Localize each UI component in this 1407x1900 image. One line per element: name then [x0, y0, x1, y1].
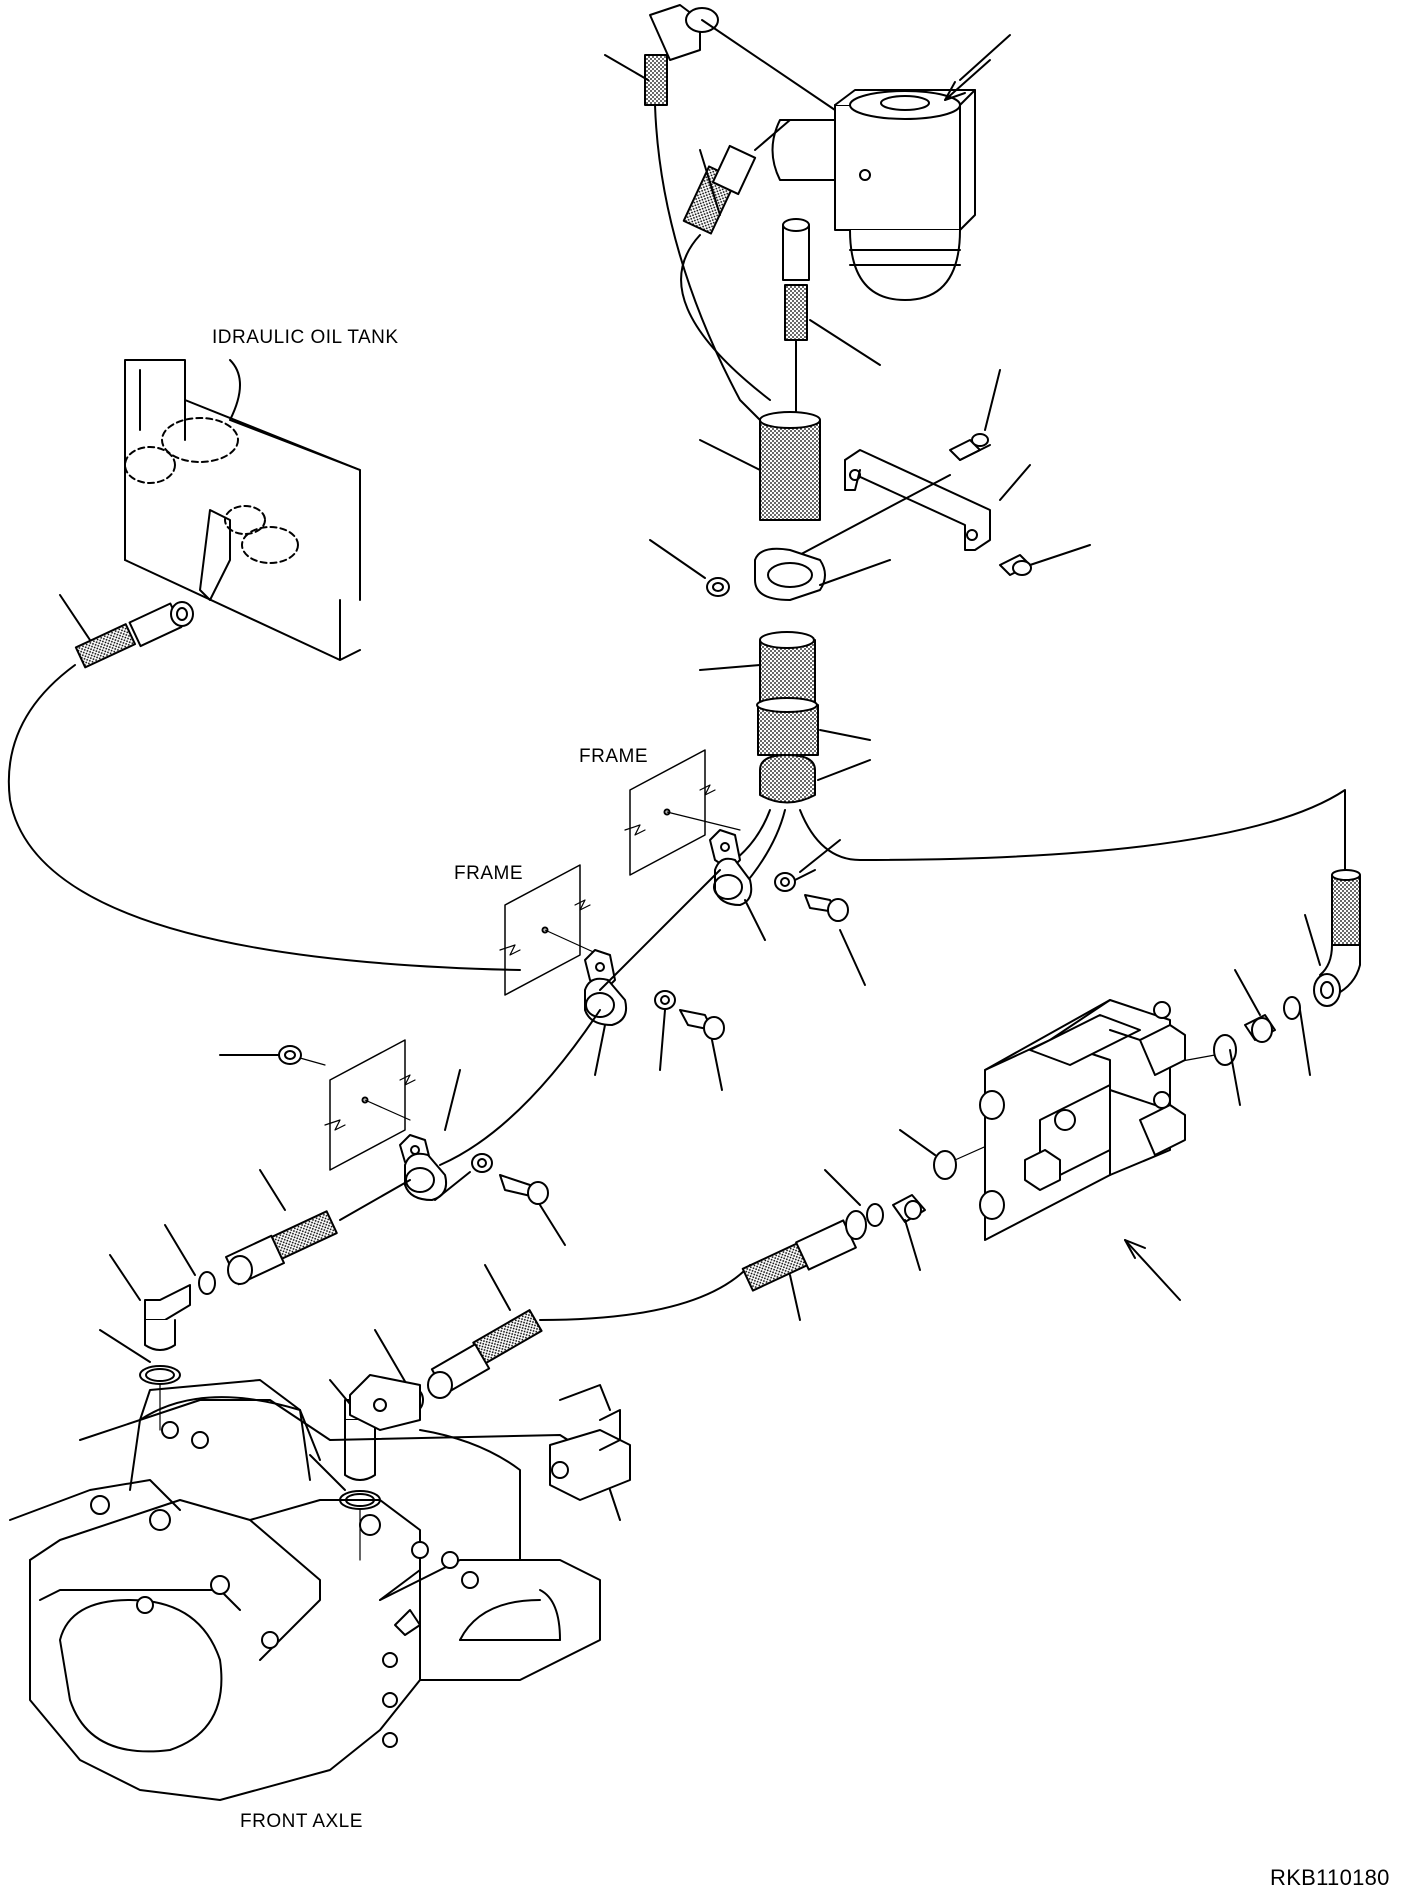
bracket-bolts: [950, 370, 1090, 575]
label-frame-upper: FRAME: [579, 746, 648, 767]
washer-bolt-left: [435, 1154, 565, 1245]
label-front-axle: FRONT AXLE: [240, 1811, 363, 1832]
hose-right-valve: [743, 1130, 1000, 1320]
protective-sleeve-upper: [700, 412, 820, 520]
hose-bracket: [790, 450, 1030, 560]
solenoid-valve: [980, 1000, 1185, 1300]
front-axle: [10, 1375, 630, 1800]
valve-right-fittings: [1160, 970, 1310, 1105]
washer-bolt-upper: [775, 840, 865, 985]
tank-hose: [9, 595, 520, 970]
hydraulic-oil-tank: [125, 360, 360, 660]
second-hose: [681, 120, 790, 400]
top-elbow-hose: [605, 5, 835, 420]
protective-sleeve-lower: [700, 632, 870, 803]
hose-clamp: [755, 549, 890, 600]
label-hydraulic-oil-tank: IDRAULIC OIL TANK: [212, 327, 399, 348]
frame-plate-upper: [625, 750, 740, 875]
valve-hose: [310, 1265, 750, 1560]
orbitrol-valve: [773, 35, 1011, 300]
frame-clamp-left: [400, 1010, 600, 1200]
left-nut: [220, 1046, 325, 1065]
frame-plate-lower: [500, 865, 600, 995]
sleeve-hoses: [720, 790, 1345, 890]
label-frame-lower: FRAME: [454, 863, 523, 884]
drawing-code: RKB110180: [1270, 1865, 1390, 1890]
clamp-nut: [650, 540, 729, 596]
frame-clamp-upper: [710, 830, 765, 940]
frame-clamp-lower: [585, 870, 724, 1090]
third-hose: [783, 219, 880, 420]
frame-plate-left: [325, 1040, 415, 1170]
right-hose-end: [1305, 870, 1360, 1006]
axle-hose-left: [100, 1170, 410, 1430]
